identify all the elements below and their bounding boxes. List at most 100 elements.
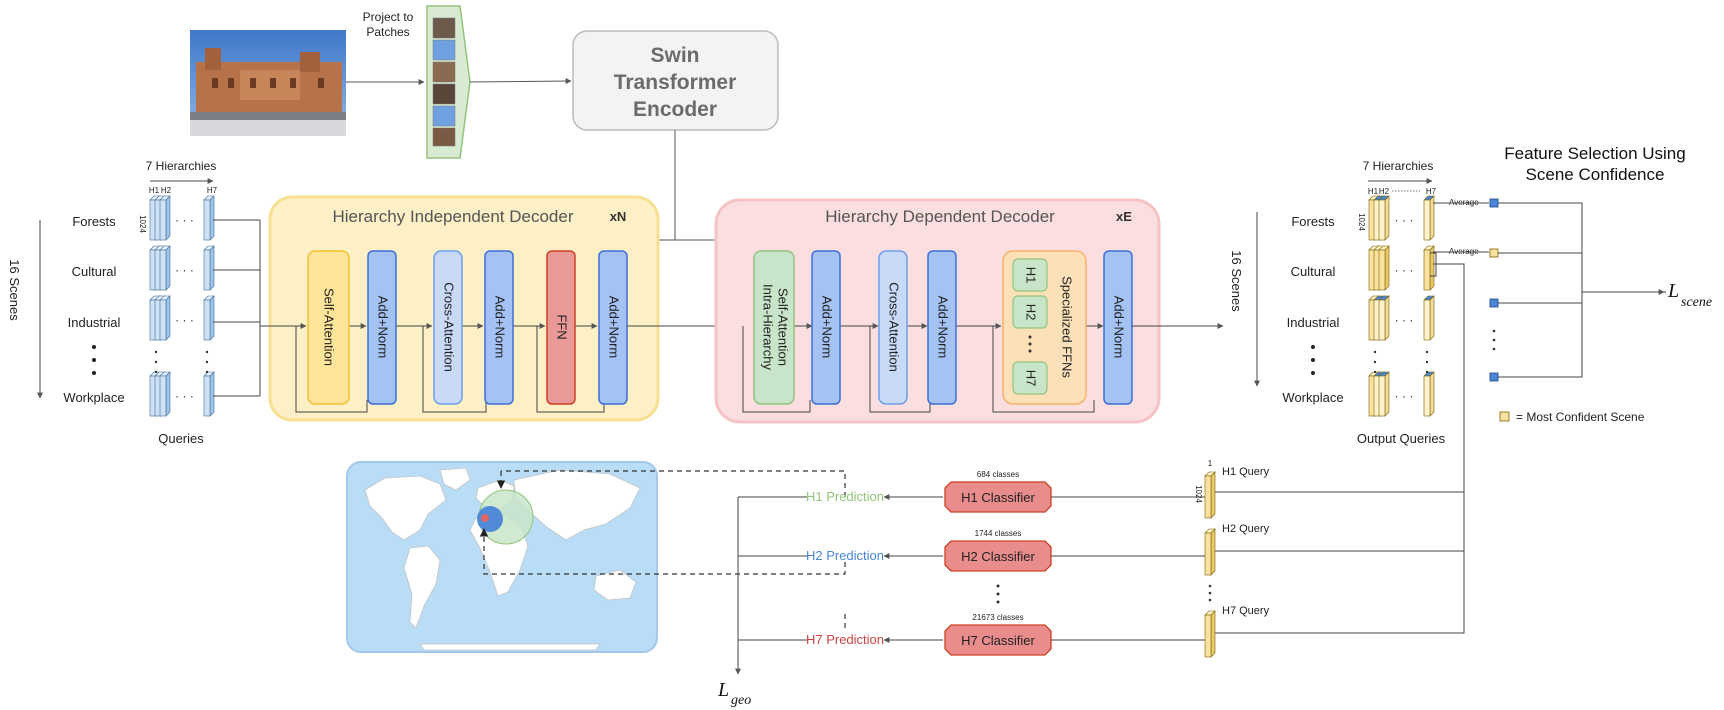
loss-geo-subscript: geo [731,693,751,708]
self-attention-block [307,250,350,405]
query-cube [1423,195,1435,241]
h7-classes-label: 21673 classes [972,613,1023,622]
legend-cube [1499,411,1510,422]
query-cube [1378,245,1390,291]
encoder-label-line1: Swin [650,44,699,67]
ffn-h1-label: H1 [1024,267,1039,284]
queries-h1-label: H1 [149,186,160,195]
add-norm-label-2: Add+Norm [493,296,508,359]
row-ellipsis: · · · [175,389,194,403]
loss-scene-symbol: L [1667,280,1679,302]
intra-label-line2: Self-Attention [776,288,791,366]
add-norm-block-2 [484,250,514,405]
dep-add-norm-label-3: Add+Norm [1112,296,1127,359]
row-ellipsis: · · · [175,313,194,327]
swin-encoder-box: Swin Transformer Encoder [572,30,779,131]
output-h2-label: H2 [1379,187,1390,196]
scene-cultural: Cultural [72,264,117,279]
queries-hierarchies-label: 7 Hierarchies [146,159,217,173]
query-dim-side: 1024 [1194,485,1203,503]
h2-query-label: H2 Query [1222,523,1270,535]
query-cube [203,195,215,241]
ffn-h2-box [1012,295,1048,329]
output-queries: 7 Hierarchies H1 H2 H7 1024 16 Scenes Fo… [1229,159,1446,446]
query-cube [1423,245,1435,291]
column-dot [1373,350,1377,354]
h7-classifier-box [944,624,1052,656]
scene-forests: Forests [72,214,116,229]
query-cube [1378,295,1390,341]
output-queries-caption: Output Queries [1357,431,1446,446]
h7-prediction-label: H7 Prediction [806,632,884,647]
add-norm-block-1 [367,250,397,405]
project-label-line1: Project to [363,10,414,24]
h2-query-bar [1204,528,1216,576]
add-norm-block-3 [598,250,628,405]
ffn-h2-label: H2 [1024,304,1039,321]
column-dot [205,350,209,354]
h1-classes-label: 684 classes [977,470,1019,479]
world-map [346,461,658,653]
output-scene-industrial: Industrial [1287,315,1340,330]
ffn-h1-box [1012,258,1048,292]
row-ellipsis: · · · [1395,389,1414,403]
self-attention-label: Self-Attention [322,288,337,366]
encoder-label-line3: Encoder [633,98,717,121]
scene-workplace: Workplace [63,390,124,405]
column-dot [205,360,209,364]
selected-feature-cubes [1489,198,1499,382]
loss-geo-symbol: L [717,679,729,701]
output-hierarchies-label: 7 Hierarchies [1363,159,1434,173]
column-dot [1425,360,1429,364]
column-dot [154,370,158,374]
row-ellipsis: · · · [175,213,194,227]
query-cube [1423,371,1435,417]
ffn-h7-box [1012,361,1048,395]
h1-classifier-box [944,481,1052,513]
queries-dim-label: 1024 [138,215,147,233]
encoder-label-line2: Transformer [614,71,737,94]
cross-attention-label: Cross-Attention [442,282,457,372]
add-norm-label-1: Add+Norm [376,296,391,359]
queries-scenes-label: 16 Scenes [7,259,22,321]
row-ellipsis: · · · [175,263,194,277]
row-ellipsis: · · · [1395,263,1414,277]
column-dot [1373,360,1377,364]
query-cube [203,295,215,341]
intra-label-line1: Intra-Hierarchy [761,284,776,370]
queries-h2-label: H2 [161,186,172,195]
queries-caption: Queries [158,431,204,446]
queries-h7-label: H7 [207,186,218,195]
ffn-label: FFN [555,314,570,339]
independent-decoder-repeat: xN [610,209,627,224]
h2-prediction-label: H2 Prediction [806,548,884,563]
h2-classifier-box [944,540,1052,572]
dep-add-norm-label-1: Add+Norm [820,296,835,359]
feature-title-line2: Scene Confidence [1526,165,1665,184]
legend-label: = Most Confident Scene [1516,410,1645,424]
query-cube [159,371,171,417]
column-dot [1373,370,1377,374]
h2-classes-label: 1744 classes [975,529,1022,538]
column-dot [1425,350,1429,354]
query-cube [203,371,215,417]
scene-industrial: Industrial [68,315,121,330]
dep-add-norm-block-3 [1103,250,1133,405]
intra-hierarchy-block [753,250,795,405]
output-query-stacks: · · ·· · ·· · ·· · · [1368,195,1435,417]
h7-query-label: H7 Query [1222,605,1270,617]
output-scene-forests: Forests [1291,214,1335,229]
output-h1-label: H1 [1368,187,1379,196]
prediction-column: H1 Prediction H2 Prediction H7 Predictio… [717,459,1270,708]
ffn-h7-label: H7 [1024,370,1039,387]
h1-classifier-label: H1 Classifier [961,490,1035,505]
h7-query-bar [1204,610,1216,658]
output-dim-label: 1024 [1357,213,1366,231]
dep-add-norm-block-1 [811,250,841,405]
dependent-decoder: Hierarchy Dependent Decoder xE Intra-Hie… [714,198,1161,424]
h2-classifier-label: H2 Classifier [961,549,1035,564]
query-dim-top: 1 [1208,459,1213,468]
query-stacks: · · · · · · · · · · · · [149,195,215,417]
query-cube [159,295,171,341]
